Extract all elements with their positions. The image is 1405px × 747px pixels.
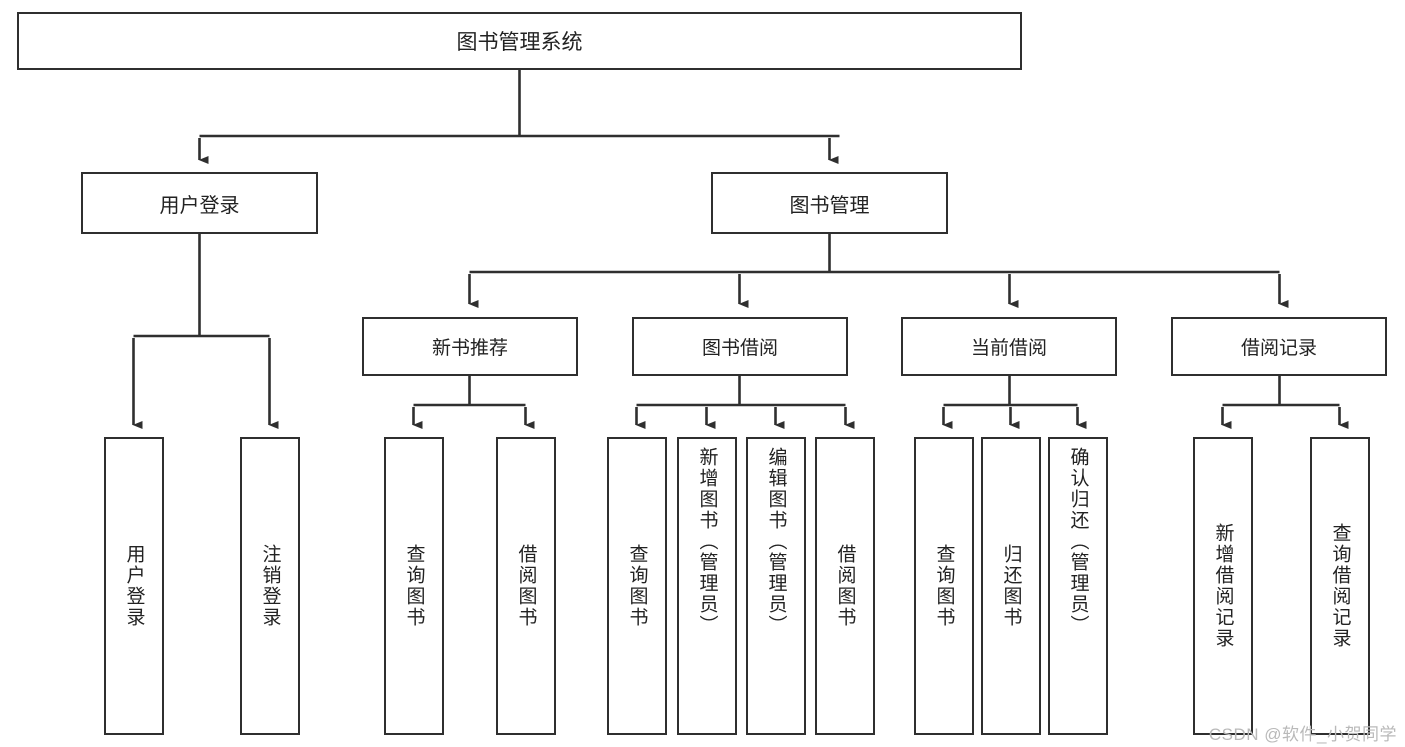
node-borrow-record[interactable]: 借阅记录 bbox=[1171, 317, 1387, 376]
leaf-label: 借阅图书 bbox=[515, 544, 537, 628]
leaf-book-borrow-edit-book-admin[interactable]: 编辑图书（管理员） bbox=[746, 437, 806, 735]
leaf-borrow-record-add-record[interactable]: 新增借阅记录 bbox=[1193, 437, 1253, 735]
leaf-current-borrow-return-book[interactable]: 归还图书 bbox=[981, 437, 1041, 735]
leaf-label: 归还图书 bbox=[1000, 544, 1022, 628]
leaf-label: 新增图书（管理员） bbox=[696, 447, 718, 636]
leaf-new-book-query-book[interactable]: 查询图书 bbox=[384, 437, 444, 735]
leaf-label: 查询借阅记录 bbox=[1329, 523, 1351, 649]
leaf-label: 查询图书 bbox=[626, 544, 648, 628]
leaf-label: 查询图书 bbox=[933, 544, 955, 628]
leaf-user-login-login[interactable]: 用户登录 bbox=[104, 437, 164, 735]
leaf-label: 编辑图书（管理员） bbox=[765, 447, 787, 636]
leaf-label: 用户登录 bbox=[123, 544, 145, 628]
leaf-borrow-record-query-record[interactable]: 查询借阅记录 bbox=[1310, 437, 1370, 735]
leaf-book-borrow-borrow-book[interactable]: 借阅图书 bbox=[815, 437, 875, 735]
node-book-borrow-label: 图书借阅 bbox=[701, 338, 778, 359]
leaf-user-login-logout[interactable]: 注销登录 bbox=[240, 437, 300, 735]
leaf-label: 查询图书 bbox=[403, 544, 425, 628]
leaf-book-borrow-add-book-admin[interactable]: 新增图书（管理员） bbox=[677, 437, 737, 735]
node-current-borrow-label: 当前借阅 bbox=[970, 338, 1047, 359]
node-book-borrow[interactable]: 图书借阅 bbox=[632, 317, 848, 376]
csdn-watermark: CSDN @软件_小贺同学 bbox=[1208, 725, 1397, 744]
leaf-label: 新增借阅记录 bbox=[1212, 523, 1234, 649]
leaf-label: 借阅图书 bbox=[834, 544, 856, 628]
leaf-new-book-borrow-book[interactable]: 借阅图书 bbox=[496, 437, 556, 735]
leaf-current-borrow-query-book[interactable]: 查询图书 bbox=[914, 437, 974, 735]
node-book-management[interactable]: 图书管理 bbox=[711, 172, 948, 234]
leaf-label: 确认归还（管理员） bbox=[1067, 447, 1089, 636]
node-user-login[interactable]: 用户登录 bbox=[81, 172, 318, 234]
node-current-borrow[interactable]: 当前借阅 bbox=[901, 317, 1117, 376]
node-new-book-recommend-label: 新书推荐 bbox=[431, 338, 508, 359]
node-book-management-label: 图书管理 bbox=[789, 194, 870, 217]
node-user-login-label: 用户登录 bbox=[159, 194, 240, 217]
node-root-book-management-system[interactable]: 图书管理系统 bbox=[17, 12, 1022, 70]
leaf-book-borrow-query-book[interactable]: 查询图书 bbox=[607, 437, 667, 735]
leaf-label: 注销登录 bbox=[259, 544, 281, 628]
node-new-book-recommend[interactable]: 新书推荐 bbox=[362, 317, 578, 376]
node-root-label: 图书管理系统 bbox=[456, 31, 583, 54]
node-borrow-record-label: 借阅记录 bbox=[1240, 338, 1317, 359]
leaf-current-borrow-confirm-return-admin[interactable]: 确认归还（管理员） bbox=[1048, 437, 1108, 735]
